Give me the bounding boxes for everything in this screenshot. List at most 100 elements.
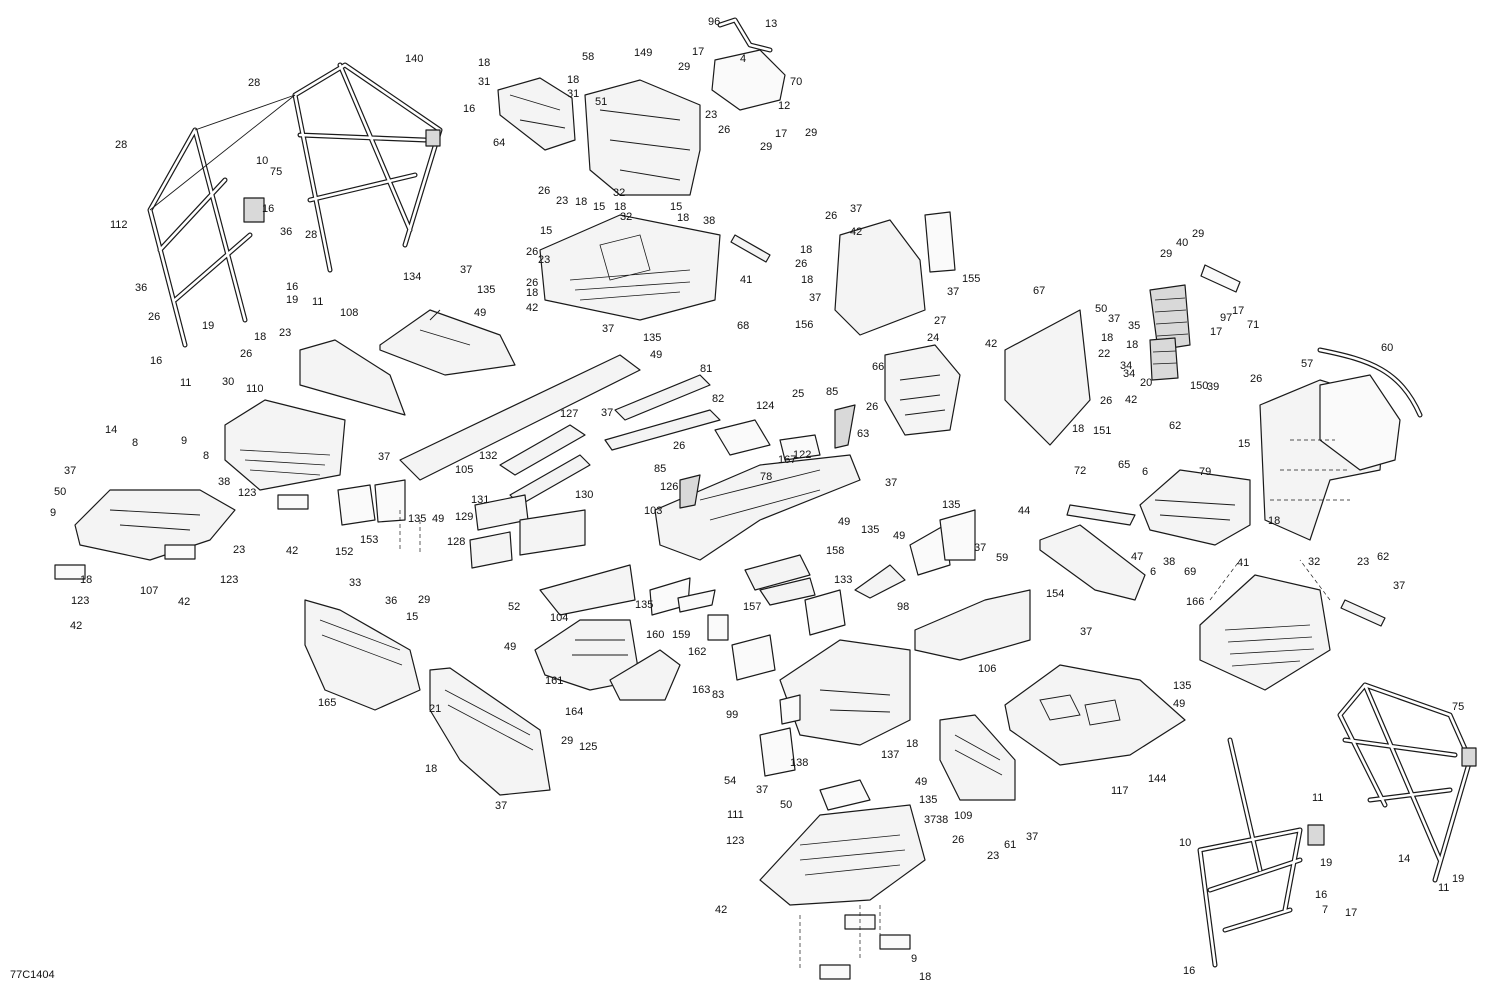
part-callout-29: 29 [418, 594, 430, 606]
part-callout-16: 16 [1315, 889, 1327, 901]
part-callout-28: 28 [305, 229, 317, 241]
part-callout-50: 50 [54, 486, 66, 498]
part-callout-85: 85 [826, 386, 838, 398]
foam-blocks-bottom [819, 914, 911, 980]
part-callout-130: 130 [575, 489, 593, 501]
part-callout-21: 21 [429, 703, 441, 715]
part-callout-16: 16 [463, 103, 475, 115]
part-callout-9: 9 [911, 953, 917, 965]
part-callout-158: 158 [826, 545, 844, 557]
part-callout-68: 68 [737, 320, 749, 332]
part-callout-164: 164 [565, 706, 583, 718]
floor-tray-front [539, 214, 721, 321]
part-callout-37: 37 [378, 451, 390, 463]
part-callout-28: 28 [248, 77, 260, 89]
part-callout-15: 15 [540, 225, 552, 237]
storage-bin-69 [1199, 574, 1331, 691]
part-callout-123: 123 [238, 487, 256, 499]
part-callout-17: 17 [1232, 305, 1244, 317]
part-callout-30: 30 [222, 376, 234, 388]
part-callout-18: 18 [1072, 423, 1084, 435]
part-callout-137: 137 [881, 749, 899, 761]
part-callout-27: 27 [934, 315, 946, 327]
part-callout-71: 71 [1247, 319, 1259, 331]
part-callout-26: 26 [866, 401, 878, 413]
part-callout-26: 26 [718, 124, 730, 136]
part-callout-41: 41 [1237, 557, 1249, 569]
part-callout-15: 15 [593, 201, 605, 213]
trim-161-164 [649, 577, 729, 641]
part-callout-11: 11 [1438, 882, 1449, 894]
part-callout-67: 67 [1033, 285, 1045, 297]
part-callout-18: 18 [801, 274, 813, 286]
part-callout-156: 156 [795, 319, 813, 331]
dashboard-upper-panel [584, 79, 701, 196]
bar-41-top [730, 234, 771, 263]
trim-162-163 [744, 554, 816, 606]
part-callout-6: 6 [1150, 566, 1156, 578]
part-callout-18: 18 [254, 331, 266, 343]
part-callout-124: 124 [756, 400, 774, 412]
part-callout-23: 23 [556, 195, 568, 207]
part-callout-4: 4 [740, 53, 746, 65]
bracket-152 [337, 484, 376, 526]
pad-159 [609, 649, 681, 701]
part-callout-18: 18 [614, 201, 626, 213]
part-callout-42: 42 [178, 596, 190, 608]
part-callout-111: 111 [727, 809, 744, 821]
part-callout-18: 18 [800, 244, 812, 256]
part-callout-31: 31 [478, 76, 490, 88]
part-callout-35: 35 [1128, 320, 1140, 332]
part-callout-37: 37 [1026, 831, 1038, 843]
part-callout-32: 32 [1308, 556, 1320, 568]
part-callout-154: 154 [1046, 588, 1064, 600]
bar-41-right [1340, 599, 1386, 627]
part-callout-9: 9 [181, 435, 187, 447]
part-callout-37: 37 [1393, 580, 1405, 592]
part-callout-26: 26 [148, 311, 160, 323]
part-callout-26: 26 [1250, 373, 1262, 385]
part-callout-22: 22 [1098, 348, 1110, 360]
panel-67 [1004, 309, 1091, 446]
part-callout-26: 26 [673, 440, 685, 452]
part-callout-19: 19 [1320, 857, 1332, 869]
part-callout-50: 50 [1095, 303, 1107, 315]
part-callout-38: 38 [1163, 556, 1175, 568]
part-callout-98: 98 [897, 601, 909, 613]
part-callout-18: 18 [575, 196, 587, 208]
part-callout-8: 8 [132, 437, 138, 449]
part-callout-133: 133 [834, 574, 852, 586]
bracket-assembly-top [711, 17, 786, 111]
part-callout-153: 153 [360, 534, 378, 546]
part-callout-60: 60 [1381, 342, 1393, 354]
part-callout-13: 13 [765, 18, 777, 30]
storage-bin-110 [224, 399, 346, 491]
panel-138-154 [759, 694, 801, 777]
bracket-40 [1200, 264, 1241, 293]
seat-base-134 [379, 309, 516, 376]
part-callout-37: 37 [850, 203, 862, 215]
part-callout-167: 167 [778, 454, 796, 466]
part-callout-37: 37 [460, 264, 472, 276]
part-callout-159: 159 [672, 629, 690, 641]
part-callout-41: 41 [740, 274, 752, 286]
part-callout-18: 18 [906, 738, 918, 750]
part-callout-38: 38 [936, 814, 948, 826]
part-callout-96: 96 [708, 16, 720, 28]
part-callout-36: 36 [280, 226, 292, 238]
part-callout-16: 16 [286, 281, 298, 293]
part-callout-29: 29 [561, 735, 573, 747]
part-callout-7: 7 [1322, 904, 1328, 916]
part-callout-29: 29 [1160, 248, 1172, 260]
part-callout-51: 51 [595, 96, 607, 108]
part-callout-15: 15 [1238, 438, 1250, 450]
part-callout-99: 99 [726, 709, 738, 721]
center-console [654, 404, 861, 561]
dashboard-panel-66 [884, 344, 961, 436]
part-callout-163: 163 [692, 684, 710, 696]
part-callout-17: 17 [1210, 326, 1222, 338]
drawing-reference: 77C1404 [10, 969, 55, 981]
part-callout-12: 12 [778, 100, 790, 112]
